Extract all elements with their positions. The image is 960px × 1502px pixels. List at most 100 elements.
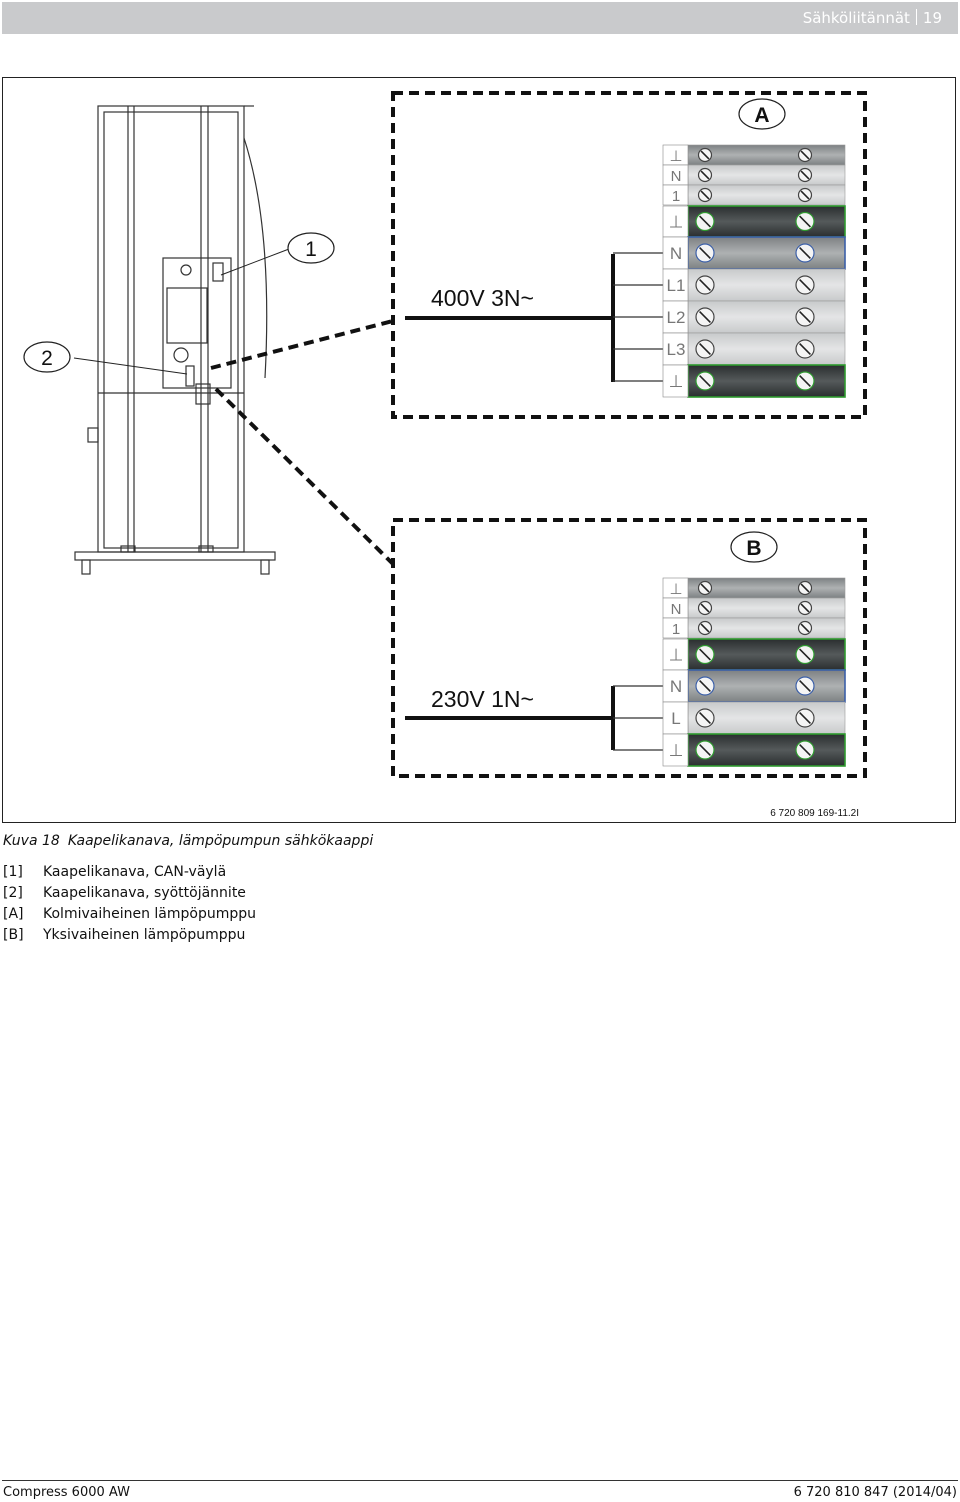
terminal-label: ⊥	[669, 741, 684, 760]
legend-item: [2]Kaapelikanava, syöttöjännite	[3, 883, 256, 904]
legend-text: Kolmivaiheinen lämpöpumppu	[43, 906, 257, 922]
leader-1	[220, 248, 290, 276]
terminal-label: N	[671, 601, 682, 618]
terminal-screw	[697, 187, 713, 203]
unit-curved-panel	[243, 137, 268, 379]
callout-2-label: 2	[41, 347, 53, 370]
terminal-row: ⊥	[662, 733, 846, 767]
switch-box-inner	[166, 287, 208, 344]
terminal-row: N	[662, 597, 846, 619]
terminal-row: ⊥	[662, 638, 846, 671]
figure-legend: [1]Kaapelikanava, CAN-väylä [2]Kaapelika…	[3, 862, 256, 946]
terminal-screw	[797, 620, 813, 636]
terminal-screw	[797, 580, 813, 596]
terminal-screw	[695, 339, 715, 359]
terminal-screw	[697, 167, 713, 183]
legend-text: Yksivaiheinen lämpöpumppu	[43, 927, 246, 943]
unit-base	[74, 551, 276, 561]
wires-A	[613, 252, 663, 382]
legend-key: [1]	[3, 864, 23, 880]
section-title: Sähköliitännät	[802, 9, 910, 27]
footer-product: Compress 6000 AW	[3, 1485, 130, 1500]
terminal-label: 1	[672, 621, 680, 638]
terminal-label: N	[670, 677, 682, 696]
leader-2	[73, 357, 188, 375]
callout-A-label: A	[754, 104, 769, 127]
terminal-label: N	[670, 244, 682, 263]
box-A-border	[391, 91, 867, 419]
callout-1-label: 1	[305, 238, 317, 261]
terminal-screw	[795, 243, 815, 263]
terminal-row: N	[662, 236, 846, 270]
figure-caption-text: Kaapelikanava, lämpöpumpun sähkökaappi	[67, 833, 374, 849]
terminal-screw	[695, 371, 715, 391]
terminal-label: N	[671, 168, 682, 185]
voltage-B-label: 230V 1N~	[431, 686, 534, 712]
terminal-row: N	[662, 669, 846, 703]
callout-leaders	[73, 248, 290, 375]
wires-B	[613, 685, 663, 751]
unit-side-plug	[87, 427, 99, 443]
terminal-screw	[795, 740, 815, 760]
terminal-row: ⊥	[662, 364, 846, 398]
terminal-label-cell	[662, 332, 689, 366]
voltage-A-label: 400V 3N~	[431, 285, 534, 311]
terminal-screw	[795, 708, 815, 728]
unit-outer-frame	[97, 105, 245, 553]
terminal-label: ⊥	[669, 372, 684, 391]
terminal-screw	[797, 187, 813, 203]
terminal-screw	[695, 211, 715, 232]
callout-A-ellipse	[738, 98, 786, 130]
terminal-screw	[797, 167, 813, 183]
terminal-screw	[795, 339, 815, 359]
terminal-label-cell	[662, 638, 689, 671]
terminal-label: L2	[667, 308, 686, 327]
cable-gland-top	[180, 264, 192, 276]
unit-foot-left	[81, 559, 91, 575]
terminal-screw	[797, 600, 813, 616]
terminal-screw	[695, 644, 715, 665]
callout-1: 1	[287, 232, 335, 264]
terminal-label-cell	[662, 733, 689, 767]
terminal-label-cell	[662, 364, 689, 398]
footer-divider	[2, 1480, 958, 1481]
terminal-row: N	[662, 164, 846, 186]
page-number: 19	[922, 9, 942, 27]
dashed-links	[210, 319, 395, 566]
callout-2: 2	[23, 341, 71, 373]
terminal-label-cell	[662, 236, 689, 270]
terminal-row: L1	[662, 268, 846, 302]
terminal-label: L3	[667, 340, 686, 359]
header-bar: Sähköliitännät 19	[2, 2, 958, 34]
terminal-label: L	[671, 709, 680, 728]
terminal-label: ⊥	[669, 213, 684, 232]
cable-channel-2-part	[185, 365, 195, 387]
terminal-label-cell	[662, 184, 689, 206]
legend-item: [A]Kolmivaiheinen lämpöpumppu	[3, 904, 256, 925]
unit-clip-right	[198, 545, 214, 553]
terminal-label: 1	[672, 188, 680, 205]
terminal-screw	[795, 676, 815, 696]
terminal-screw	[795, 644, 815, 665]
figure-code: 6 720 809 169-11.2I	[770, 808, 859, 819]
unit-inner-frame	[103, 111, 239, 549]
cable-gland-circle	[173, 347, 189, 363]
unit-foot-right	[260, 559, 270, 575]
footer-doc-number: 6 720 810 847 (2014/04)	[793, 1485, 957, 1500]
terminal-row: ⊥	[662, 205, 846, 238]
heat-pump-unit-drawing	[74, 105, 276, 575]
legend-key: [B]	[3, 927, 24, 943]
terminal-label: L1	[667, 276, 686, 295]
terminal-label-cell	[662, 669, 689, 703]
unit-clip-left	[120, 545, 136, 553]
terminal-row: ⊥	[662, 144, 846, 166]
terminal-row: 1	[662, 617, 846, 639]
terminal-screw	[695, 676, 715, 696]
terminal-screw	[695, 740, 715, 760]
terminal-row: L3	[662, 332, 846, 366]
terminal-screw	[697, 600, 713, 616]
